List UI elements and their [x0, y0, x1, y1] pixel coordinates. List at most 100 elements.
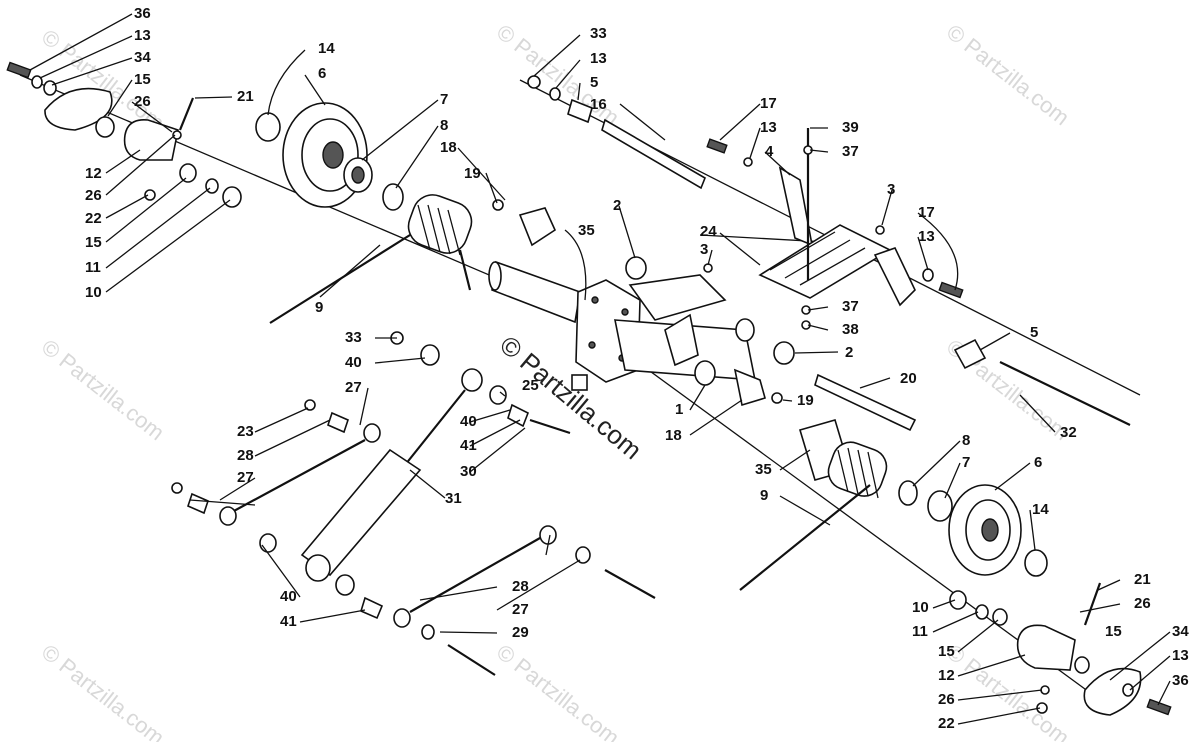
callout-label: 15 — [134, 71, 151, 88]
watermark: © Partzilla.com — [942, 19, 1074, 130]
bushing-18-lower — [733, 368, 766, 407]
washer-13-mid — [743, 157, 753, 167]
callout-label: 38 — [842, 321, 859, 338]
callout-label: 21 — [1134, 571, 1151, 588]
callout-label: 13 — [918, 228, 935, 245]
callout-label: 20 — [900, 370, 917, 387]
washer-19-upper — [492, 199, 504, 211]
callout-label: 35 — [755, 461, 772, 478]
callout-label: 7 — [962, 454, 970, 471]
callout-labels: 36 13 34 15 26 21 14 6 7 8 12 26 22 15 1… — [85, 5, 1189, 732]
callout-label: 27 — [512, 601, 529, 618]
spacer-10-right — [949, 590, 967, 610]
callout-label: 40 — [280, 588, 297, 605]
bearing-7-right — [927, 490, 953, 522]
shock-eye-top — [461, 368, 483, 392]
callout-label: 26 — [1134, 595, 1151, 612]
upper-rear-assembly — [527, 75, 1131, 432]
spacer-14-left — [255, 112, 281, 142]
bolt-17-top — [706, 138, 728, 154]
callout-label: 24 — [700, 223, 717, 240]
axle-block-12-left — [123, 118, 179, 161]
callout-label: 19 — [797, 392, 814, 409]
callout-label: 14 — [318, 40, 335, 57]
bushing-15b-left — [179, 163, 197, 183]
bushing-2-lower — [773, 341, 795, 365]
callout-label: 36 — [1172, 672, 1189, 689]
washer-13-bottom — [1122, 683, 1134, 697]
bushing-25 — [571, 374, 588, 391]
callout-label: 3 — [887, 181, 895, 198]
left-idler-assembly — [6, 61, 404, 211]
slide-24 — [758, 224, 892, 299]
callout-label: 19 — [464, 165, 481, 182]
shaft-20 — [814, 373, 917, 432]
bolt-29-bottom — [447, 644, 496, 676]
washer-26-right — [1040, 685, 1050, 695]
cap-23-lower — [171, 482, 183, 494]
callout-label: 22 — [85, 210, 102, 227]
torsion-spring-left — [269, 194, 473, 324]
bushing-41-lower — [360, 596, 384, 620]
callout-label: 18 — [440, 139, 457, 156]
tube-35-upper — [491, 260, 581, 324]
callout-label: 30 — [460, 463, 477, 480]
bushing-27-bottom — [421, 624, 435, 640]
link-eye-lower — [219, 506, 237, 526]
callout-label: 37 — [842, 143, 859, 160]
spacer-10-left — [222, 186, 242, 208]
ring-8-left — [382, 183, 404, 211]
washer-13-left — [31, 75, 43, 89]
callout-label: 11 — [912, 623, 928, 640]
callout-label: 1 — [675, 401, 683, 418]
shock-rod — [404, 389, 466, 466]
callout-label: 13 — [590, 50, 607, 67]
right-idler-assembly — [739, 419, 1172, 716]
washer-13-top — [549, 87, 561, 101]
callout-label: 34 — [134, 49, 151, 66]
washer-26-left — [172, 130, 182, 140]
shaft-16 — [601, 118, 706, 190]
callout-label: 27 — [345, 379, 362, 396]
bushing-18-upper — [518, 207, 557, 247]
callout-label: 6 — [1034, 454, 1042, 471]
cover-plate-left — [44, 87, 113, 131]
callout-label: 39 — [842, 119, 859, 136]
callout-label: 25 — [522, 377, 539, 394]
callout-label: 22 — [938, 715, 955, 732]
callout-label: 15 — [85, 234, 102, 251]
callout-label: 2 — [613, 197, 621, 214]
callout-label: 32 — [1060, 424, 1077, 441]
bushing-27-right — [575, 546, 591, 564]
nut-3-right — [875, 225, 885, 235]
callout-label: 8 — [440, 117, 448, 134]
bolt-21-left — [178, 97, 195, 131]
callout-label: 40 — [460, 413, 477, 430]
callout-label: 15 — [938, 643, 955, 660]
shock-and-links — [171, 331, 656, 676]
callout-label: 4 — [765, 143, 774, 160]
torsion-spring-right — [827, 441, 888, 497]
callout-label: 12 — [938, 667, 955, 684]
callout-label: 18 — [665, 427, 682, 444]
callout-label: 2 — [845, 344, 853, 361]
link-rod-28-lower — [409, 537, 541, 613]
washer-13-right — [922, 268, 934, 282]
callout-label: 3 — [700, 241, 708, 258]
bushing-15b-right — [1074, 656, 1090, 674]
callout-label: 26 — [134, 93, 151, 110]
spacer-40-lower — [335, 574, 355, 596]
callout-label: 5 — [1030, 324, 1038, 341]
bolt-17-right — [938, 281, 964, 299]
callout-label: 41 — [460, 437, 477, 454]
callout-label: 10 — [85, 284, 102, 301]
washer-19-lower — [771, 392, 783, 404]
bushing-5-right — [953, 338, 987, 370]
bushing-2-upper — [625, 256, 647, 280]
cap-23-upper — [304, 399, 316, 411]
washer-11-left — [205, 178, 219, 194]
bolt-29-right — [604, 569, 656, 599]
spacer-40-left — [259, 533, 277, 553]
